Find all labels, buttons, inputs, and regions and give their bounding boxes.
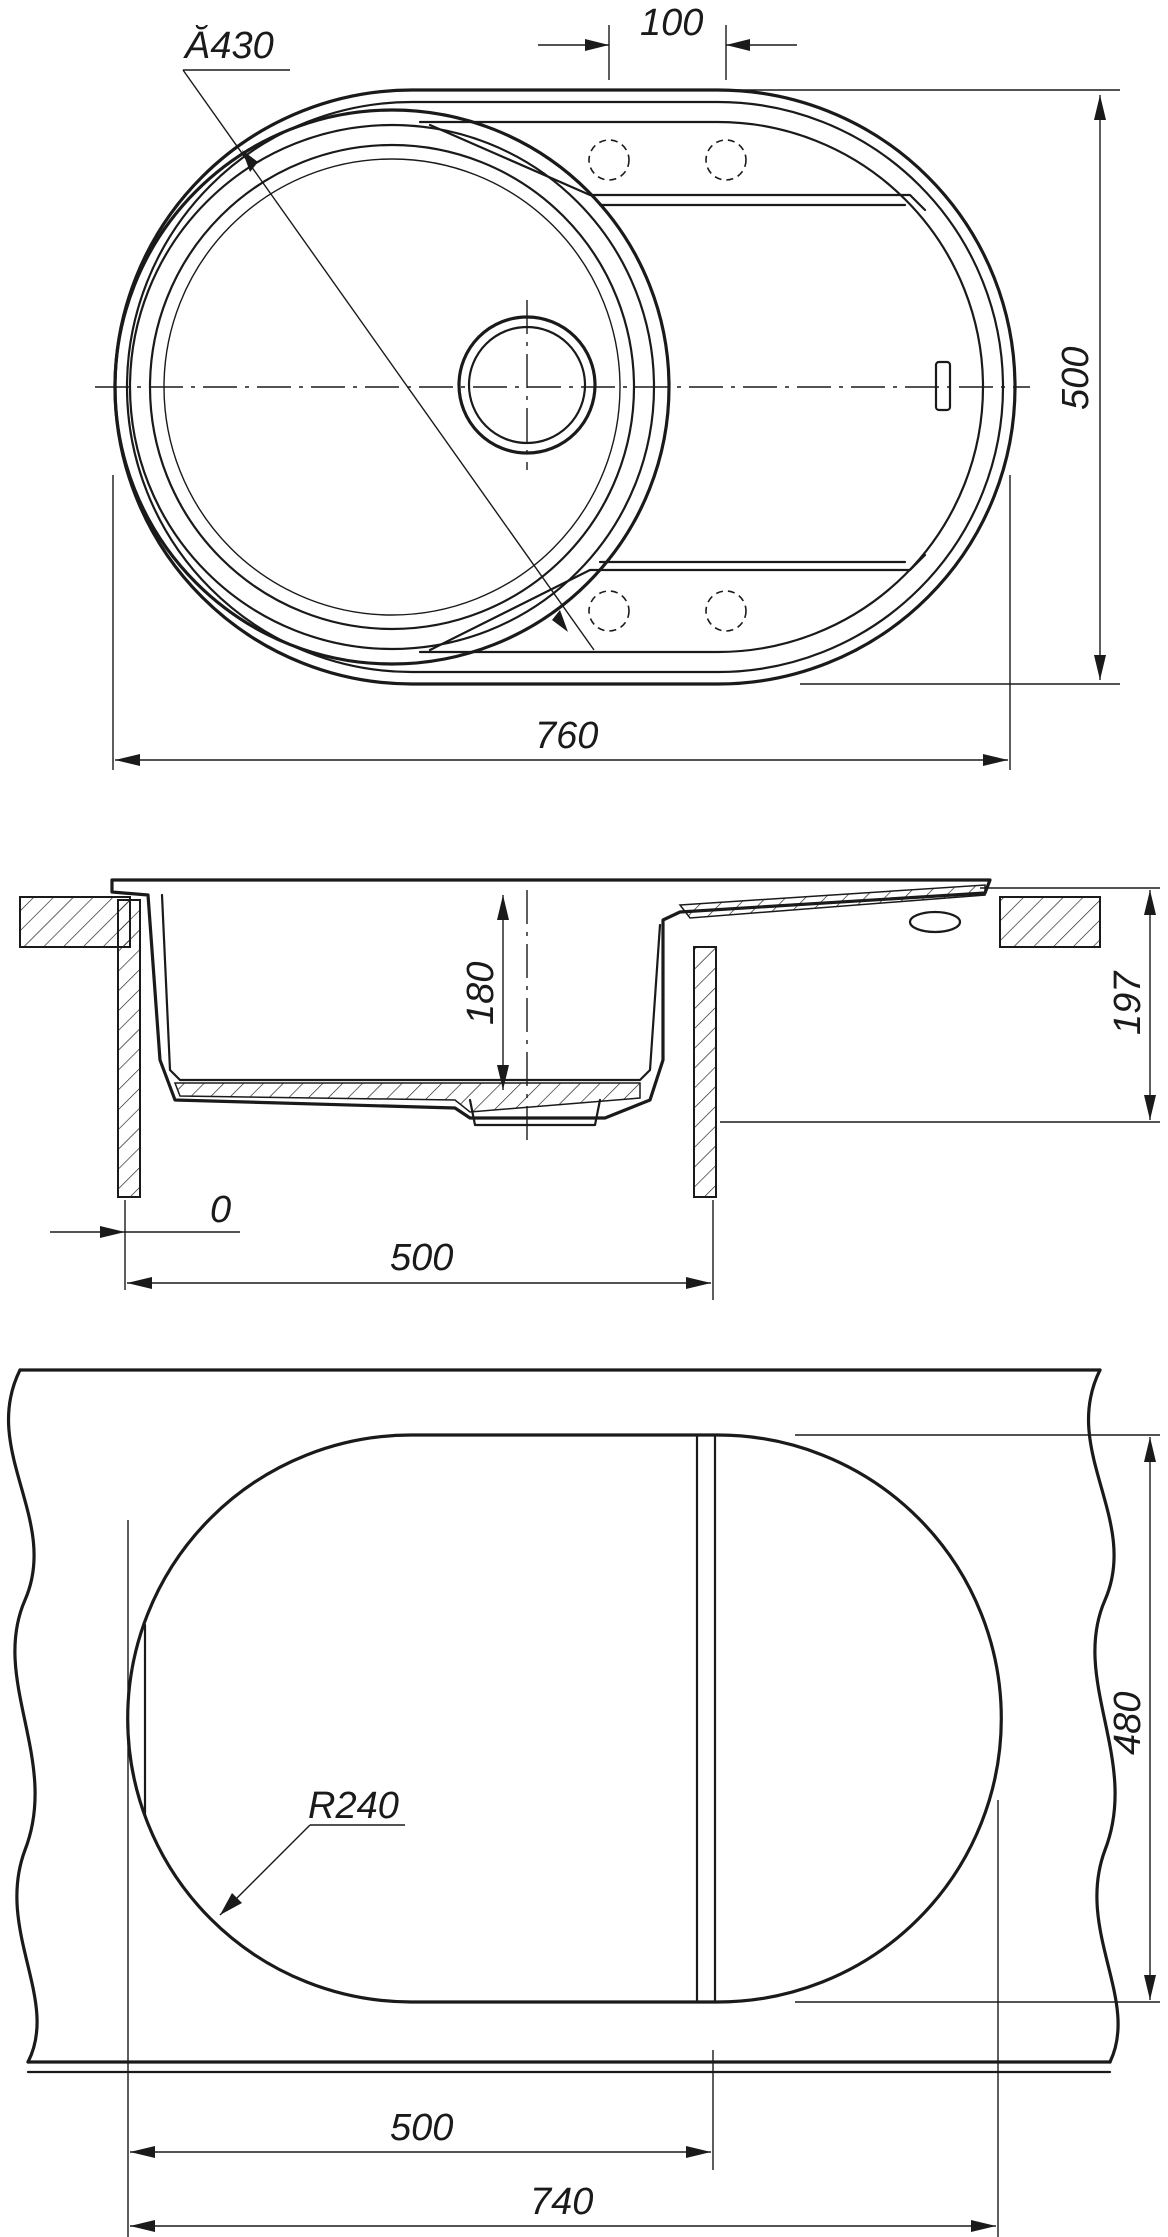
cutout-height-arrow-top (1144, 1437, 1156, 1462)
faucet-hole-1 (588, 139, 630, 181)
radius-label: R240 (308, 1785, 399, 1827)
countertop-right (999, 896, 1101, 948)
countertop-left (19, 896, 131, 948)
drainer-arrow-left (585, 39, 609, 51)
width-arrow-right (983, 754, 1008, 766)
height-label: 500 (1055, 347, 1097, 410)
bowl-section-inner (160, 893, 662, 1082)
height-arrow-bottom (1094, 655, 1106, 680)
cutout-width-arrow-left (130, 2220, 155, 2232)
offset-arrow (100, 1226, 125, 1238)
width-label: 760 (535, 715, 598, 757)
height-arrow-top (1094, 95, 1106, 120)
top-view: Ă430 100 500 760 (95, 2, 1120, 770)
countertop-wave-left (7, 1368, 39, 2064)
drainer-arrow-right (726, 39, 750, 51)
bowl-width-arrow-left (127, 1277, 152, 1289)
drainer-rib-top (428, 123, 927, 212)
bowl-width-arrow-right (686, 1277, 711, 1289)
cutout-width-arrow-right (971, 2220, 996, 2232)
bowl-cut-arrow-left (130, 2146, 155, 2158)
bowl-depth-arrow-top (497, 895, 509, 920)
radius-arrow (220, 1893, 242, 1915)
width-arrow-left (115, 754, 140, 766)
cabinet-wall-right (693, 946, 717, 1198)
diameter-arrow-top (242, 150, 258, 172)
overflow-section (908, 910, 962, 934)
sink-inner-rim (125, 100, 1005, 674)
faucet-hole-2 (705, 139, 747, 181)
drainer-divider (695, 1433, 717, 2004)
total-depth-label: 197 (1107, 970, 1149, 1035)
diameter-arrow-bottom (552, 610, 568, 632)
drainer-hatch (678, 884, 986, 919)
diameter-label: Ă430 (183, 24, 274, 67)
bowl-cut-width-label: 500 (390, 2107, 453, 2149)
faucet-hole-3 (588, 590, 630, 632)
bowl-depth-label: 180 (460, 962, 502, 1025)
sink-outer-rim (113, 88, 1017, 686)
bowl-wall-hatch (173, 1082, 641, 1113)
overflow-slot (934, 360, 952, 412)
countertop-wave-right (1087, 1368, 1120, 2064)
total-depth-arrow-bottom (1144, 1095, 1156, 1120)
drainer-rib-bottom (428, 553, 927, 652)
section-view: 180 197 0 500 (19, 878, 1160, 1300)
drainer-width-label: 100 (640, 2, 703, 44)
cutout-height-arrow-bottom (1144, 1975, 1156, 2000)
cutout-width-label: 740 (530, 2181, 593, 2223)
cabinet-wall-left (117, 899, 141, 1198)
offset-label: 0 (210, 1189, 231, 1231)
drain-spout (468, 1098, 602, 1127)
cutout-height-label: 480 (1107, 1692, 1149, 1755)
bowl-width-label: 500 (390, 1237, 453, 1279)
cutout-outline (125, 1433, 1004, 2004)
bowl-cut-arrow-right (686, 2146, 711, 2158)
cutout-view: R240 480 500 740 (7, 1368, 1160, 2237)
faucet-hole-4 (705, 590, 747, 632)
bowl-depth-arrow-bottom (497, 1065, 509, 1090)
total-depth-arrow-top (1144, 890, 1156, 915)
